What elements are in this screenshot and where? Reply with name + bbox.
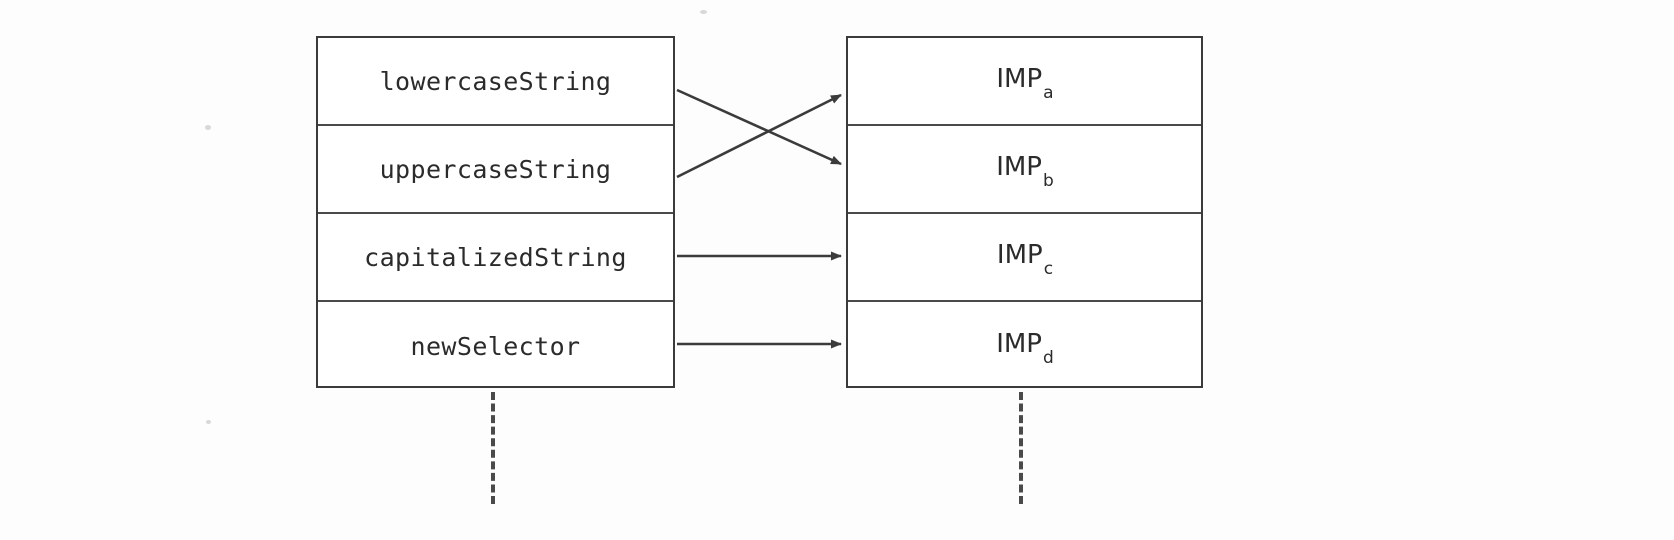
imp-label-b: IMPb bbox=[996, 151, 1054, 191]
selector-row-4[interactable]: newSelector bbox=[318, 302, 673, 390]
imp-subscript-d: d bbox=[1042, 348, 1054, 369]
selector-label-lowercasestring: lowercaseString bbox=[379, 66, 612, 96]
selector-label-uppercasestring: uppercaseString bbox=[379, 154, 612, 184]
imp-base-b: IMP bbox=[996, 151, 1042, 182]
arrow-uppercasestring-to-impa bbox=[676, 93, 842, 179]
imp-label-a: IMPa bbox=[996, 63, 1053, 103]
imp-label-c: IMPc bbox=[996, 239, 1053, 279]
imp-table: IMPa IMPb IMPc IMPd bbox=[846, 36, 1203, 388]
imp-base-c: IMP bbox=[996, 239, 1043, 270]
imp-base-d: IMP bbox=[996, 328, 1042, 359]
imp-row-1[interactable]: IMPa bbox=[848, 38, 1201, 126]
selector-table: lowercaseString uppercaseString capitali… bbox=[316, 36, 675, 388]
arrow-lowercasestring-to-impb bbox=[676, 88, 842, 166]
imp-subscript-a: a bbox=[1043, 83, 1054, 104]
scan-speck bbox=[206, 420, 211, 424]
imp-subscript-b: b bbox=[1042, 171, 1054, 192]
selector-row-3[interactable]: capitalizedString bbox=[318, 214, 673, 302]
selector-table-continuation-dashed-line bbox=[491, 392, 495, 504]
imp-row-3[interactable]: IMPc bbox=[848, 214, 1201, 302]
imp-subscript-c: c bbox=[1043, 259, 1054, 280]
selector-row-1[interactable]: lowercaseString bbox=[318, 38, 673, 126]
imp-base-a: IMP bbox=[996, 63, 1043, 94]
imp-row-2[interactable]: IMPb bbox=[848, 126, 1201, 214]
imp-label-d: IMPd bbox=[996, 328, 1054, 368]
selector-row-2[interactable]: uppercaseString bbox=[318, 126, 673, 214]
imp-table-continuation-dashed-line bbox=[1019, 392, 1023, 504]
selector-label-newselector: newSelector bbox=[410, 331, 581, 361]
selector-label-capitalizedstring: capitalizedString bbox=[364, 242, 627, 272]
scan-speck bbox=[700, 10, 707, 14]
scan-speck bbox=[205, 125, 211, 130]
imp-row-4[interactable]: IMPd bbox=[848, 302, 1201, 390]
